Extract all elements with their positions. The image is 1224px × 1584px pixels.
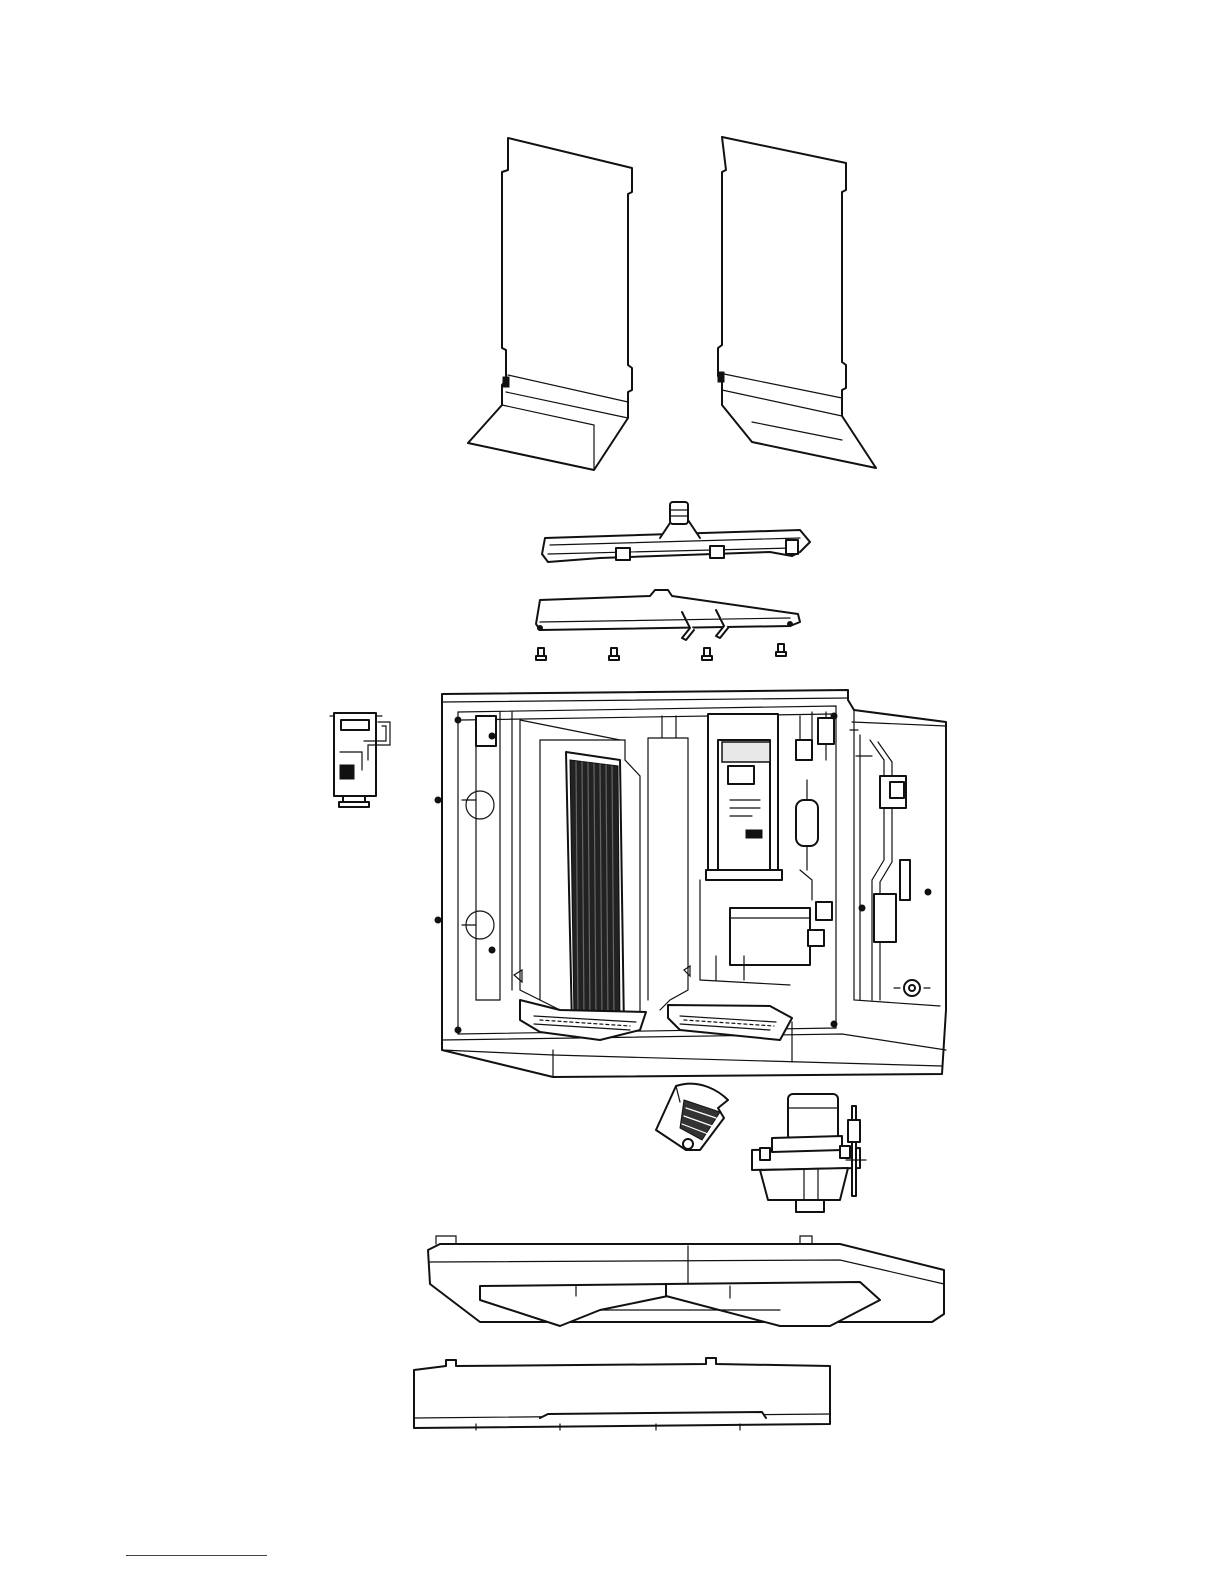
- thumb-screw: [609, 648, 619, 660]
- float-switch-assembly: [330, 713, 390, 807]
- water-curtain: [656, 1084, 728, 1150]
- water-trough: [536, 590, 800, 640]
- thumb-screw: [702, 648, 712, 660]
- left-side-panel: [468, 138, 632, 470]
- thumb-screw: [776, 644, 786, 656]
- main-cabinet: [435, 690, 946, 1077]
- base-pan: [428, 1236, 944, 1326]
- thumb-screw: [536, 648, 546, 660]
- spray-bar: [542, 502, 810, 562]
- right-side-panel: [718, 137, 876, 468]
- pump-assembly: [752, 1094, 866, 1212]
- front-kick-panel: [414, 1358, 830, 1430]
- thumb-screws: [536, 644, 786, 660]
- footer-rule: [126, 1555, 267, 1556]
